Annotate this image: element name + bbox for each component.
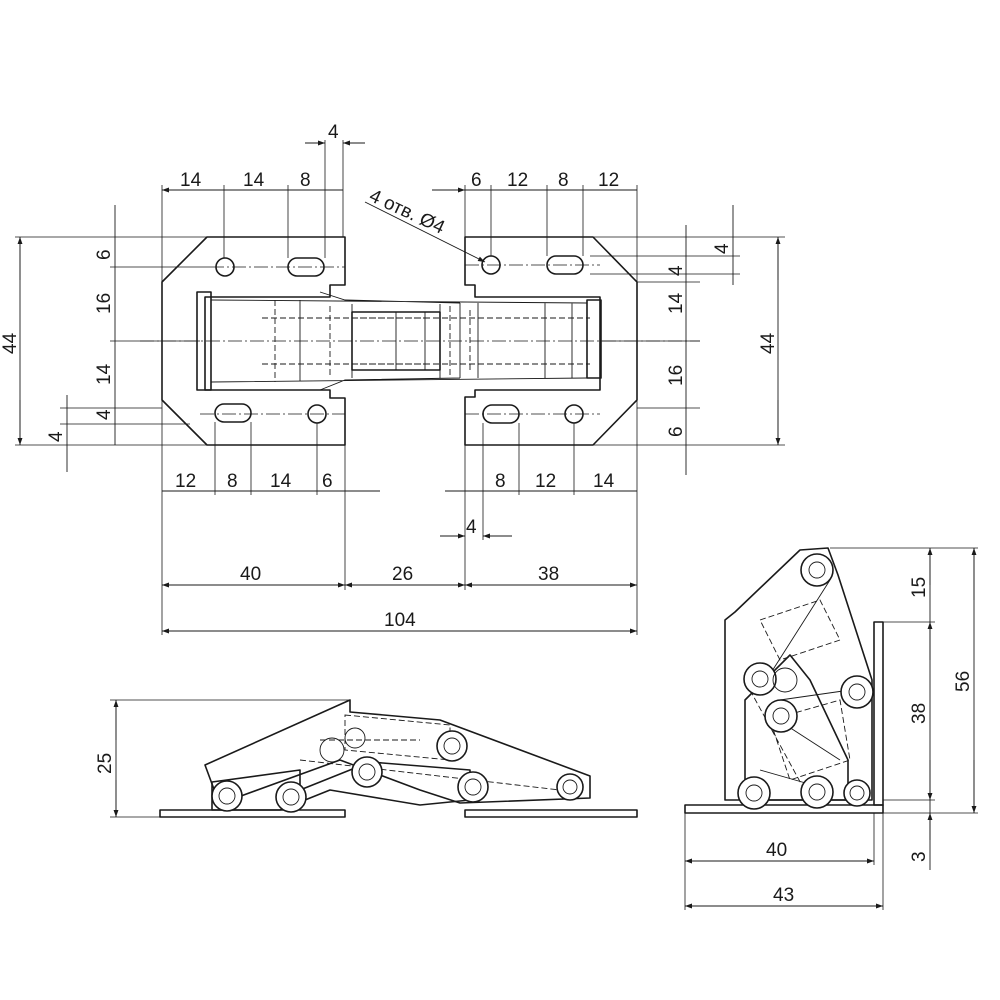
side-pivots [211,727,584,813]
dim-bottom-6: 6 [322,471,333,492]
side-view: 25 [95,699,638,818]
dim-right-14: 14 [666,292,687,314]
top-view: 14 14 8 4 6 12 8 12 4 отв. Ø4 6 16 14 4 … [0,122,785,635]
side-arm-upper [204,699,591,804]
dim-overall-length: 104 [384,610,416,631]
open-hidden-lines [749,599,851,801]
dim-right-6: 6 [666,426,687,437]
dim-open-outer-width: 43 [773,885,794,906]
dim-bottom-12a: 12 [175,471,196,492]
hinge-core [351,311,441,371]
right-plate [464,236,638,446]
dim-open-upper: 15 [909,577,930,598]
dim-span-26: 26 [392,564,413,585]
dim-bottom-8b: 8 [495,471,506,492]
dim-top-8b: 8 [558,170,569,191]
dim-span-40: 40 [240,564,261,585]
dim-top-12b: 12 [598,170,619,191]
side-hidden-lines [299,714,561,791]
dim-open-inner-width: 40 [766,840,787,861]
dim-top-6: 6 [471,170,482,191]
dim-gap-4: 4 [466,517,477,538]
dim-right-16: 16 [666,365,687,386]
dim-open-base: 3 [909,851,930,862]
open-arm-outer [724,547,873,801]
dim-right-overall: 44 [758,332,779,354]
side-base-left [159,809,346,818]
dim-side-height: 25 [95,753,116,774]
open-link-lines [759,579,851,791]
dim-bottom-14a: 14 [270,471,292,492]
dim-left-4a: 4 [94,409,115,420]
hole-callout: 4 отв. Ø4 [366,185,448,238]
dim-top-14b: 14 [243,170,265,191]
right-extension-lines [590,236,785,446]
top-extension-lines [161,140,638,282]
hinge-hidden-lines [262,300,590,382]
dim-right-4b: 4 [666,265,687,276]
dim-bottom-8a: 8 [227,471,238,492]
open-extension-lines [684,547,978,910]
dim-span-38: 38 [538,564,559,585]
bottom-extension-lines [161,400,638,635]
side-arm-lower [211,761,471,811]
dim-left-6: 6 [94,249,115,260]
dim-open-total: 56 [953,671,974,692]
hinge-body-right [586,299,602,379]
open-base [684,804,884,814]
hole-callout-leader [364,201,486,263]
dim-left-4b: 4 [46,431,67,442]
side-base-right [464,809,638,818]
dim-bottom-14b: 14 [593,471,615,492]
hole-centerlines [200,264,600,415]
dim-left-16: 16 [94,293,115,314]
dim-open-middle: 38 [909,703,930,724]
open-side-plate [873,621,884,806]
left-plate [161,236,346,446]
dim-top-8: 8 [300,170,311,191]
dim-top-12a: 12 [507,170,528,191]
dim-left-14: 14 [94,363,115,385]
dim-left-overall: 44 [0,332,21,354]
left-extension-lines [15,236,210,446]
open-pivots [737,553,874,810]
dim-bottom-12b: 12 [535,471,556,492]
open-view: 15 38 56 3 40 43 [684,547,978,910]
slot-bottom-left [214,403,252,423]
dim-top-14a: 14 [180,170,202,191]
dim-right-4a: 4 [712,243,733,254]
side-extension-lines [110,699,350,818]
dim-top-4: 4 [328,122,339,143]
